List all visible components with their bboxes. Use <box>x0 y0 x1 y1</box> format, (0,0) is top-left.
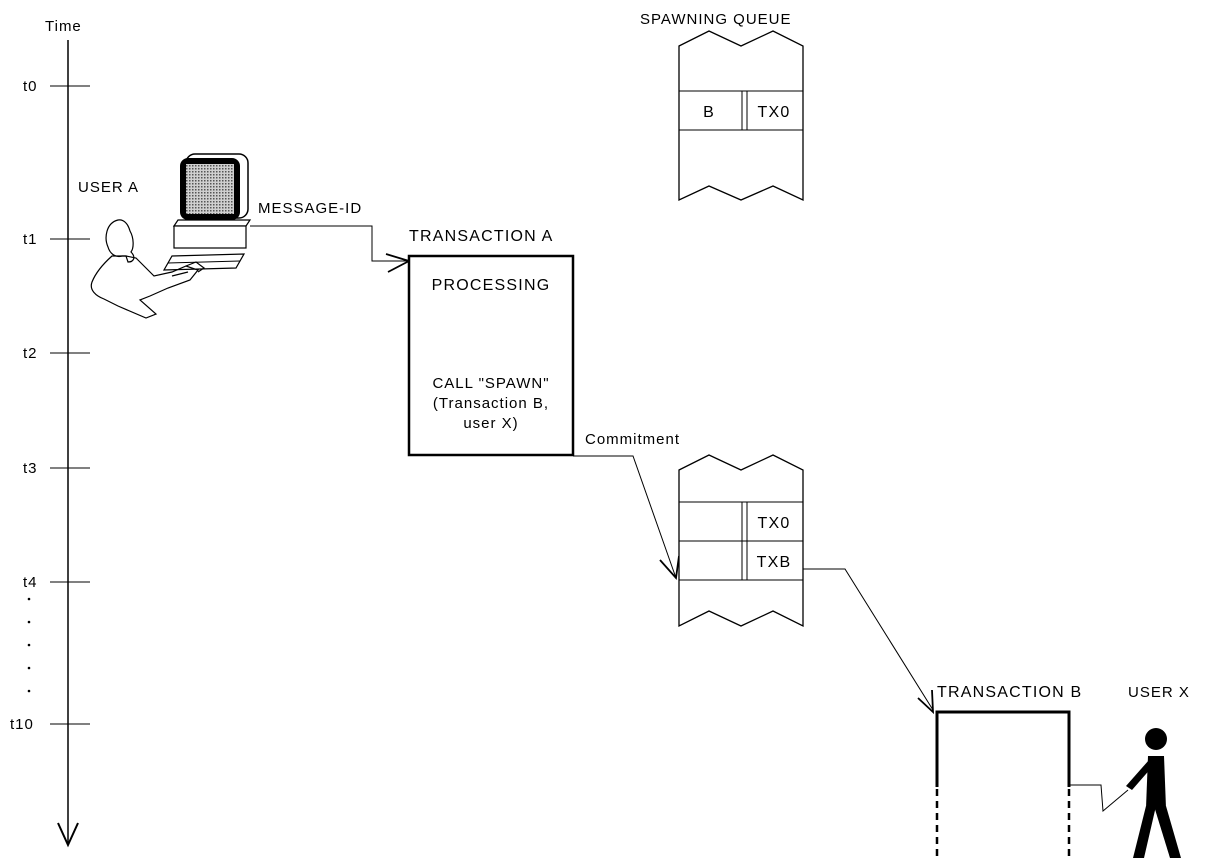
transaction-b-box <box>937 712 1069 858</box>
tick-label-t0: t0 <box>23 78 38 95</box>
tick-label-t1: t1 <box>23 231 38 248</box>
terminal-icon <box>164 154 250 270</box>
user-a-label: USER A <box>78 179 139 196</box>
message-arrowhead <box>386 254 409 272</box>
tick-label-t2: t2 <box>23 345 38 362</box>
transaction-a-title: TRANSACTION A <box>409 228 554 245</box>
user-x-connector <box>1069 785 1128 811</box>
spawn-arrowhead <box>918 690 933 712</box>
tick-label-t4: t4 <box>23 574 38 591</box>
commitment-label: Commitment <box>585 431 680 448</box>
user-x-figure <box>1126 728 1181 858</box>
message-id-label: MESSAGE-ID <box>258 200 362 217</box>
queue-top-row-left: B <box>703 104 715 121</box>
spawning-queue-bottom: TX0 TXB <box>679 455 803 626</box>
queue-top-row-right: TX0 <box>758 104 791 121</box>
call-spawn-user-line: user X) <box>463 415 518 432</box>
spawn-connector <box>803 569 933 710</box>
processing-label: PROCESSING <box>432 277 551 294</box>
timeline-title: Time <box>45 18 82 35</box>
queue-bottom-row1-right: TX0 <box>758 515 791 532</box>
timeline: Time t0 t1 t2 t3 t4 t10 <box>10 18 90 845</box>
spawning-queue-top: B TX0 <box>679 31 803 200</box>
tick-label-t10: t10 <box>10 716 34 733</box>
call-spawn-line: CALL "SPAWN" <box>432 375 549 392</box>
transaction-b-title: TRANSACTION B <box>937 684 1082 701</box>
spawning-queue-title: SPAWNING QUEUE <box>640 11 792 28</box>
call-spawn-args-line: (Transaction B, <box>433 395 549 412</box>
ellipsis-dots <box>28 598 31 693</box>
message-connector <box>250 226 409 261</box>
queue-bottom-row2-right: TXB <box>757 554 792 571</box>
tick-label-t3: t3 <box>23 460 38 477</box>
user-x-label: USER X <box>1128 684 1190 701</box>
